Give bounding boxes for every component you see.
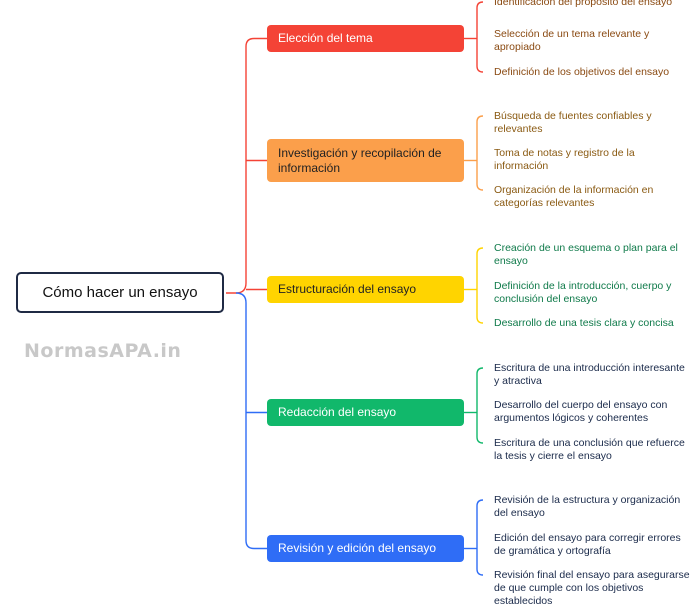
root-connector-lower — [235, 292, 247, 304]
branch-label: Redacción del ensayo — [278, 405, 397, 419]
sub-bracket-5 — [476, 499, 484, 576]
watermark: NormasAPA.in — [24, 340, 182, 362]
branch-4-item: Escritura de una conclusión que refuerce… — [494, 437, 685, 462]
sub-bracket-4 — [476, 367, 484, 444]
trunk-upper — [245, 37, 267, 283]
branch-label: Revisión y edición del ensayo — [278, 541, 437, 555]
branch-4-item: Escritura de una introducción interesant… — [494, 362, 685, 387]
branch-1-item: Definición de los objetivos del ensayo — [494, 66, 670, 78]
branch-5-item: Revisión final del ensayo para asegurars… — [494, 569, 690, 607]
branch-label: Investigación y recopilación de informac… — [278, 145, 442, 175]
sub-bracket-1 — [476, 1, 484, 73]
sub-bracket-2 — [476, 115, 484, 191]
root-node: Cómo hacer un ensayo — [16, 272, 224, 313]
branch-label: Elección del tema — [278, 31, 373, 45]
root-label: Cómo hacer un ensayo — [42, 284, 198, 301]
branch-2-item: Búsqueda de fuentes confiables y relevan… — [494, 110, 652, 135]
branch-2-item: Toma de notas y registro de la informaci… — [494, 147, 635, 172]
branch-5-item: Edición del ensayo para corregir errores… — [494, 532, 681, 557]
branch-label: Estructuración del ensayo — [278, 282, 417, 296]
trunk-lower — [245, 303, 267, 550]
branch-node-5: Revisión y edición del ensayo — [267, 535, 464, 562]
branch-3-item: Definición de la introducción, cuerpo y … — [494, 280, 672, 305]
branch-node-2: Investigación y recopilación de informac… — [267, 139, 464, 182]
branch-3-item: Desarrollo de una tesis clara y concisa — [494, 317, 674, 329]
branch-node-1: Elección del tema — [267, 25, 464, 52]
branch-1-item: Selección de un tema relevante y apropia… — [494, 28, 650, 53]
branch-2-item: Organización de la información en catego… — [494, 184, 654, 209]
branch-4-item: Desarrollo del cuerpo del ensayo con arg… — [494, 399, 668, 424]
branch-1-item: Identificación del propósito del ensayo — [494, 0, 673, 8]
branch-5-item: Revisión de la estructura y organización… — [494, 494, 681, 519]
branch-node-3: Estructuración del ensayo — [267, 276, 464, 303]
branch-node-4: Redacción del ensayo — [267, 399, 464, 426]
branch-3-item: Creación de un esquema o plan para el en… — [494, 242, 678, 267]
sub-bracket-3 — [476, 247, 484, 324]
root-connector-upper — [226, 282, 247, 294]
